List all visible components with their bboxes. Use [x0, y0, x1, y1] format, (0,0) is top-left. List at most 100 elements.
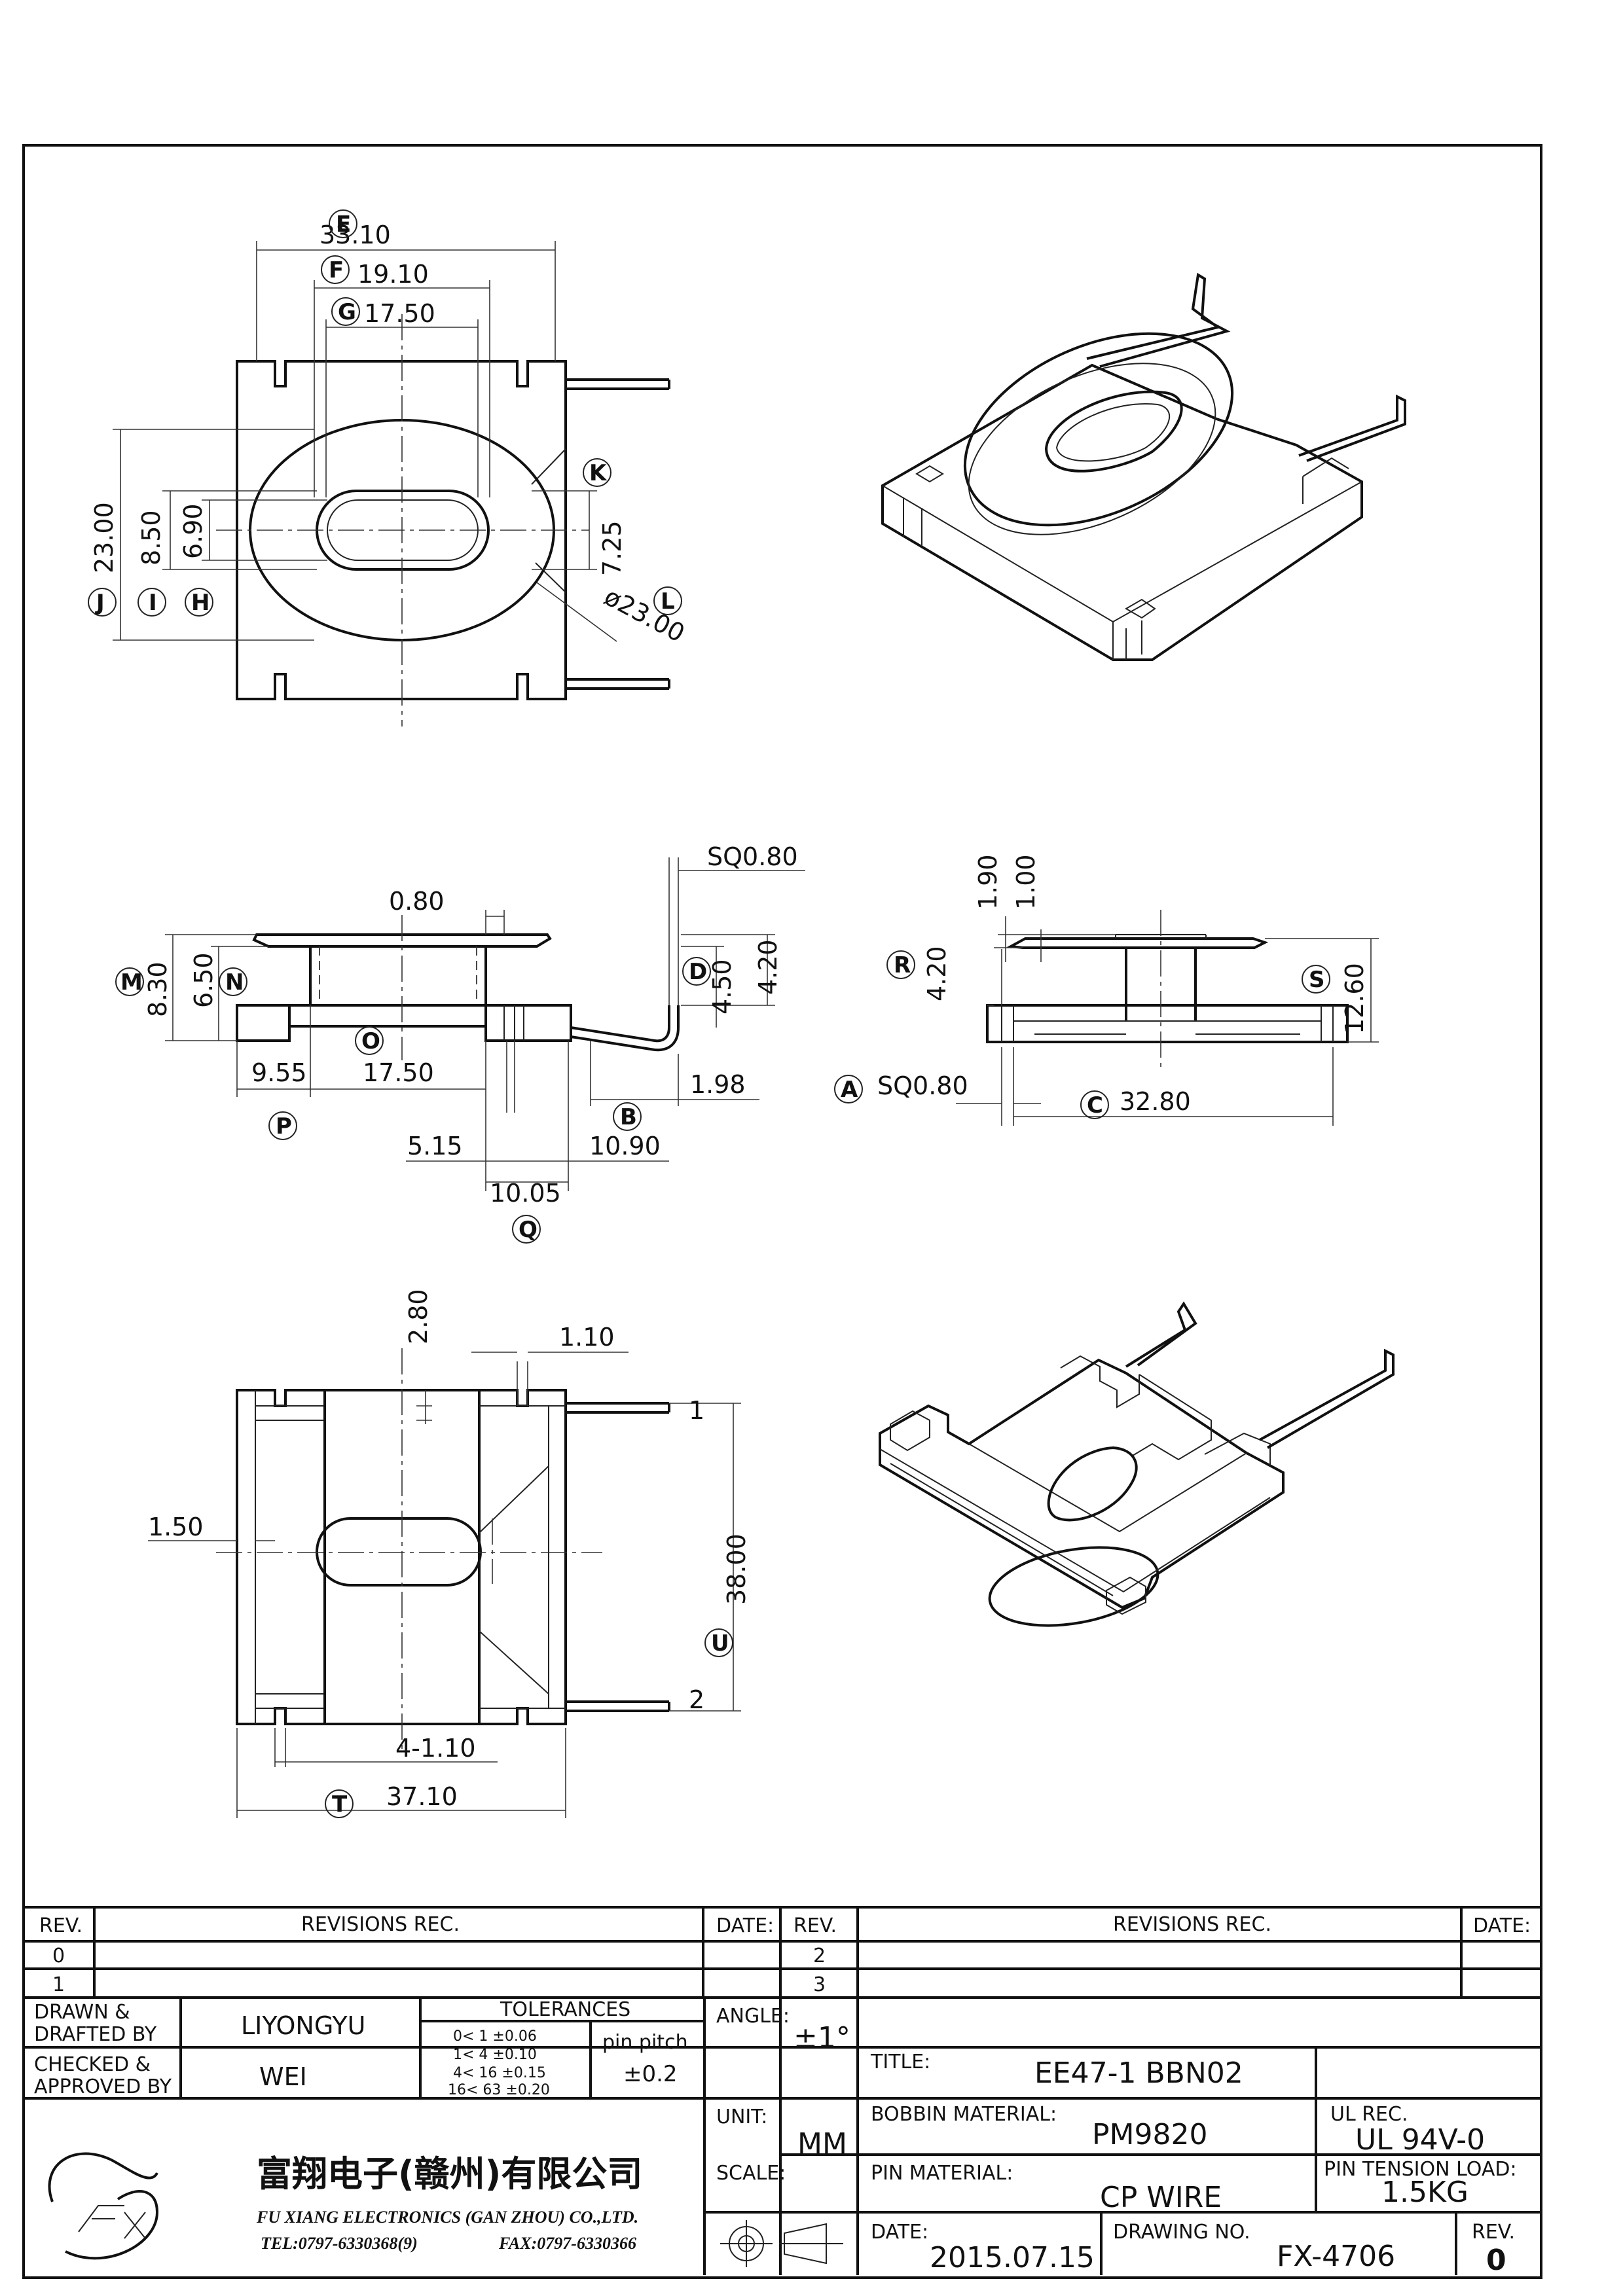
date-label: DATE: — [871, 2221, 928, 2244]
angle-label: ANGLE: — [716, 2005, 790, 2028]
callout-t: T — [325, 1789, 354, 1818]
date-header-left: DATE: — [716, 1914, 774, 1937]
dim-k: 7.25 — [598, 520, 627, 576]
svg-text:L: L — [661, 588, 675, 615]
pin-pitch-value: ±0.2 — [623, 2061, 678, 2087]
bobbin-material-value: PM9820 — [1092, 2118, 1207, 2151]
svg-text:O: O — [361, 1028, 380, 1054]
callout-n: N — [219, 967, 247, 996]
revisions-header-left: REVISIONS REC. — [301, 1913, 460, 1936]
projection-symbol-icon — [720, 2220, 843, 2267]
callout-f: F — [321, 255, 350, 284]
tolerance-row-1: 0< 1 ±0.06 — [453, 2028, 537, 2045]
dim-front-830: 8.30 — [143, 961, 172, 1017]
date-value: 2015.07.15 — [930, 2241, 1095, 2274]
dim-front-1005: 10.05 — [490, 1179, 561, 1208]
svg-text:N: N — [225, 969, 244, 996]
dim-front-650: 6.50 — [189, 952, 218, 1008]
drawing-no-label: DRAWING NO. — [1113, 2221, 1250, 2244]
iso-view-bottom — [879, 1301, 1395, 1627]
callout-m: M — [115, 967, 144, 996]
company-name-cn: 富翔电子(赣州)有限公司 — [257, 2153, 642, 2195]
dim-front-080: 0.80 — [389, 887, 445, 916]
callout-h: H — [185, 588, 213, 617]
front-flange — [252, 933, 552, 948]
dim-i: 8.50 — [137, 510, 166, 565]
callout-j: J — [88, 588, 117, 617]
ul-rec-value: UL 94V-0 — [1355, 2123, 1485, 2157]
callout-b: B — [613, 1102, 642, 1131]
bottom-view: 2.80 1.10 1.50 38.00 4-1.10 37.10 1 2 U … — [148, 1289, 751, 1818]
callout-l: L — [653, 586, 682, 615]
drawn-label-2: DRAFTED BY — [34, 2023, 157, 2046]
callout-o: O — [355, 1026, 384, 1055]
pin-1-label: 1 — [689, 1396, 704, 1425]
tolerance-row-4: 16< 63 ±0.20 — [448, 2082, 550, 2098]
svg-text:T: T — [332, 1791, 348, 1818]
pin-2-label: 2 — [689, 1685, 704, 1714]
rev-row-0: 0 — [52, 1945, 65, 1967]
callout-i: I — [137, 588, 166, 617]
company-logo-icon — [48, 2152, 159, 2260]
rev-label: REV. — [1472, 2221, 1515, 2244]
rev-header-right: REV. — [793, 1914, 837, 1937]
dim-j: 23.00 — [90, 502, 119, 573]
callout-c: C — [1080, 1090, 1109, 1119]
dim-front-515: 5.15 — [407, 1132, 463, 1160]
callout-s: S — [1302, 965, 1330, 994]
svg-text:I: I — [149, 590, 157, 616]
svg-text:Q: Q — [519, 1217, 538, 1243]
svg-text:K: K — [589, 460, 608, 486]
svg-text:J: J — [95, 590, 105, 616]
tolerance-row-3: 4< 16 ±0.15 — [453, 2065, 546, 2081]
dim-g: 17.50 — [364, 299, 435, 328]
svg-text:R: R — [894, 952, 911, 978]
dim-l: ø23.00 — [600, 582, 689, 648]
iso-view-top — [881, 272, 1406, 661]
dim-front-450: 4.50 — [708, 959, 737, 1014]
dim-bottom-110: 1.10 — [559, 1323, 615, 1352]
company-name-en: FU XIANG ELECTRONICS (GAN ZHOU) CO.,LTD. — [256, 2208, 638, 2227]
callout-a: A — [834, 1075, 863, 1103]
callout-p: P — [268, 1111, 297, 1140]
dim-bottom-4110: 4-1.10 — [395, 1734, 476, 1763]
dim-f: 19.10 — [357, 260, 429, 289]
checked-label-2: APPROVED BY — [34, 2075, 172, 2098]
bobbin-material-label: BOBBIN MATERIAL: — [871, 2103, 1057, 2126]
checked-label-1: CHECKED & — [34, 2053, 151, 2076]
dim-front-198: 1.98 — [690, 1070, 746, 1099]
dim-front-955: 9.55 — [251, 1058, 307, 1087]
svg-text:E: E — [336, 211, 351, 238]
front-view: SQ0.80 0.80 8.30 6.50 4.50 4.20 9.55 17.… — [115, 842, 805, 1244]
drawn-value: LIYONGYU — [241, 2011, 365, 2040]
dim-side-420: 4.20 — [922, 946, 951, 1001]
company-tel: TEL:0797-6330368(9) — [261, 2234, 418, 2253]
callout-k: K — [583, 458, 611, 487]
rev-header-left: REV. — [39, 1914, 82, 1937]
svg-text:H: H — [191, 590, 210, 616]
tolerance-row-2: 1< 4 ±0.10 — [453, 2047, 537, 2063]
dim-bottom-280: 2.80 — [404, 1289, 433, 1344]
dim-front-420: 4.20 — [754, 939, 782, 995]
dim-front-sq: SQ0.80 — [707, 842, 798, 871]
company-fax: FAX:0797-6330366 — [498, 2234, 636, 2253]
drawing-no-value: FX-4706 — [1277, 2240, 1395, 2273]
side-flange — [1006, 937, 1269, 949]
ul-rec-label: UL REC. — [1330, 2103, 1408, 2126]
dim-side-100: 1.00 — [1012, 854, 1040, 910]
rev-value: 0 — [1486, 2244, 1506, 2277]
title-label: TITLE: — [870, 2051, 930, 2073]
svg-text:F: F — [329, 257, 344, 283]
side-view: 1.90 1.00 4.20 12.60 SQ0.80 32.80 R S A … — [834, 854, 1379, 1126]
svg-text:P: P — [276, 1113, 292, 1139]
callout-r: R — [886, 950, 915, 979]
dim-front-1750: 17.50 — [363, 1058, 434, 1087]
tolerances-label: TOLERANCES — [500, 1998, 630, 2021]
dim-bottom-3710: 37.10 — [386, 1782, 458, 1811]
title-block: REV. REVISIONS REC. DATE: REV. REVISIONS… — [22, 1906, 1542, 2277]
callout-u: U — [704, 1628, 733, 1657]
drawn-label-1: DRAWN & — [34, 2001, 130, 2024]
angle-value: ±1° — [793, 2021, 850, 2054]
svg-text:U: U — [711, 1630, 729, 1657]
